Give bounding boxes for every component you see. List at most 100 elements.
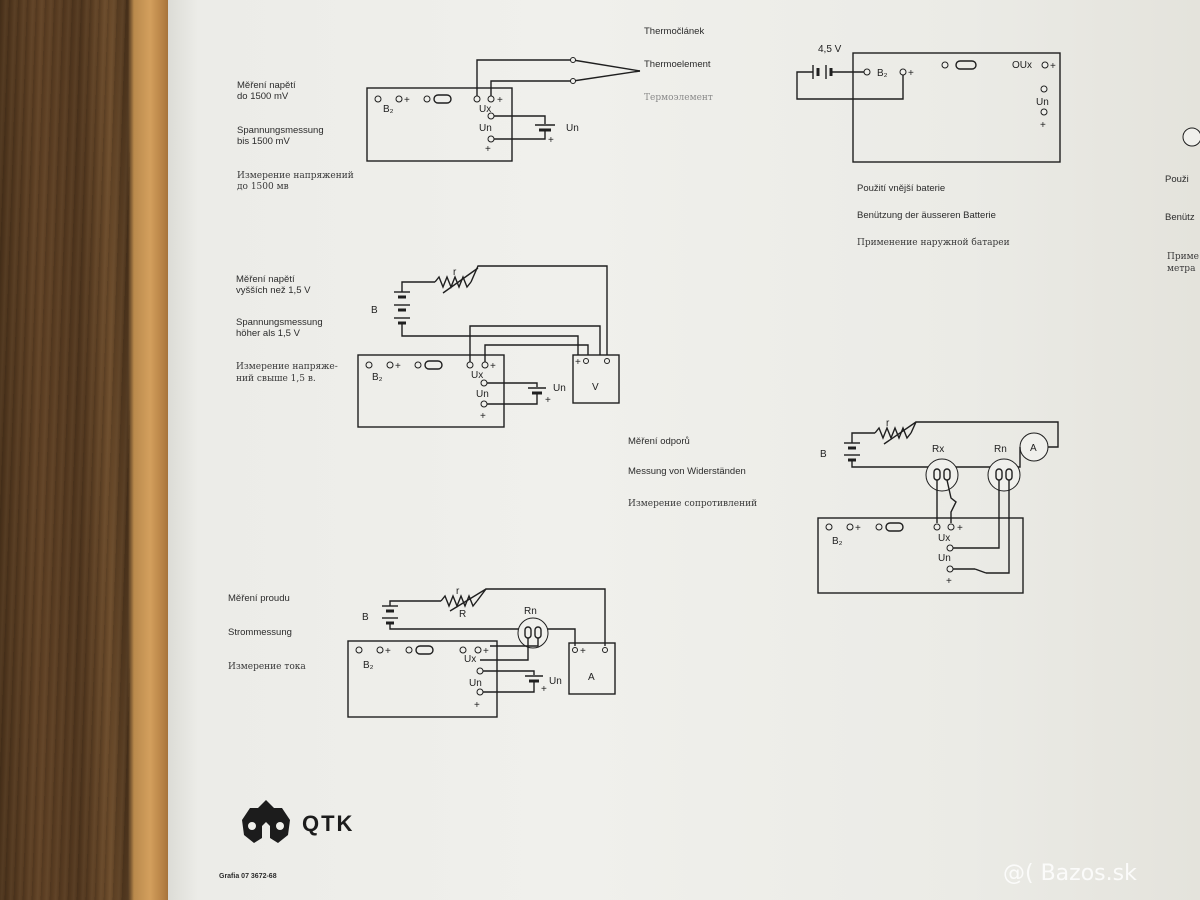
plus-sign: + (548, 135, 554, 146)
ux-label: Ux (471, 370, 483, 381)
resistor-rn (987, 458, 1021, 492)
battery-label-de: Benützung der äusseren Batterie (857, 210, 996, 221)
terminal (899, 68, 907, 76)
edge-label-2: Benütz (1165, 212, 1195, 223)
section-current: Měření proudu Strommessung Измерение ток… (228, 586, 616, 718)
un-label: Un (938, 553, 951, 564)
terminal (946, 565, 954, 573)
rn-label: Rn (524, 606, 537, 617)
b2-label: B₂ (372, 372, 383, 383)
terminal (1041, 61, 1049, 69)
r-label: r (456, 586, 460, 597)
un-label: Un (1036, 97, 1049, 108)
wooden-frame (0, 0, 175, 900)
section-resistance: Měření odporů Messung von Widerständen И… (628, 418, 1059, 594)
wire (484, 344, 589, 362)
wire (483, 682, 535, 693)
plus-sign: + (485, 144, 491, 155)
plus-sign: + (580, 646, 586, 657)
un-source-label: Un (549, 676, 562, 687)
plus-sign: + (483, 646, 489, 657)
edge-label-4: метра (1167, 264, 1196, 274)
logo-text: QTK (302, 811, 354, 836)
plus-sign: + (395, 361, 401, 372)
terminal (941, 61, 949, 69)
terminal (570, 78, 576, 84)
rx-label: Rx (932, 444, 944, 455)
double-socket (433, 94, 452, 104)
label-ru-1: Измерение напряжений (237, 171, 354, 181)
terminal (476, 667, 484, 675)
label-ru: Измерение тока (228, 662, 306, 672)
terminal (846, 523, 854, 531)
wire (469, 325, 601, 362)
label-de-1: Spannungsmessung (237, 125, 324, 136)
label-ru-2: до 1500 мв (237, 182, 289, 192)
wire (389, 623, 576, 646)
instrument-box (366, 87, 513, 162)
edge-label-3: Приме (1167, 252, 1199, 262)
ux-label: OUx (1012, 60, 1032, 71)
terminal (487, 135, 495, 143)
wire (490, 70, 641, 96)
b2-label: B₂ (832, 536, 843, 547)
logo-mark-icon (242, 800, 290, 843)
terminal (459, 646, 467, 654)
wire (470, 265, 608, 355)
switch-contact (974, 568, 987, 574)
wire (494, 131, 546, 140)
wire (494, 115, 546, 124)
battery-voltage: 4,5 V (818, 44, 842, 55)
wire (986, 480, 1010, 574)
terminal (480, 379, 488, 387)
switch-wire (946, 479, 957, 523)
double-socket (415, 645, 434, 655)
terminal (875, 523, 883, 531)
wire (851, 432, 875, 443)
double-socket (955, 60, 977, 70)
terminal (487, 112, 495, 120)
thermo-label-cz: Thermočlánek (644, 26, 704, 37)
label-de-2: höher als 1,5 V (236, 328, 301, 339)
thermo-label-de: Thermoelement (644, 59, 711, 70)
rheostat-arrow (883, 421, 917, 445)
label-cz: Měření odporů (628, 436, 690, 447)
plus-sign: + (1040, 120, 1046, 131)
terminal (487, 95, 495, 103)
b2-label: B₂ (363, 660, 374, 671)
un-source-label: Un (566, 123, 579, 134)
wire (910, 421, 1059, 448)
thermo-label-ru: Термоэлемент (644, 93, 713, 103)
r-label: r (886, 418, 890, 429)
b-label: B (371, 305, 378, 316)
section-right-edge: Použi Benütz Приме метра (1165, 127, 1200, 274)
plus-sign: + (1050, 61, 1056, 72)
label-ru-2: ний свыше 1,5 в. (236, 374, 316, 384)
terminal (481, 361, 489, 369)
terminal (355, 646, 363, 654)
meter-label: A (1030, 443, 1037, 454)
terminal (1040, 85, 1048, 93)
footer-code: Grafia 07 3672-68 (219, 873, 277, 880)
wire (490, 638, 539, 647)
double-socket (424, 360, 443, 370)
wire (487, 382, 538, 387)
b-label: B (362, 612, 369, 623)
terminal (863, 68, 871, 76)
ux-label: Ux (938, 533, 950, 544)
terminal (405, 646, 413, 654)
plus-sign: + (957, 523, 963, 534)
un-label: Un (476, 389, 489, 400)
wire (476, 588, 606, 646)
terminal (947, 523, 955, 531)
r-label: r (453, 267, 457, 278)
partial-meter (1182, 127, 1200, 147)
logo-mark-hole (276, 822, 284, 830)
wire (487, 394, 538, 405)
plus-sign: + (480, 411, 486, 422)
terminal (933, 523, 941, 531)
terminal (825, 523, 833, 531)
plus-sign: + (385, 646, 391, 657)
R-label: R (459, 609, 466, 620)
voltmeter (572, 354, 620, 404)
